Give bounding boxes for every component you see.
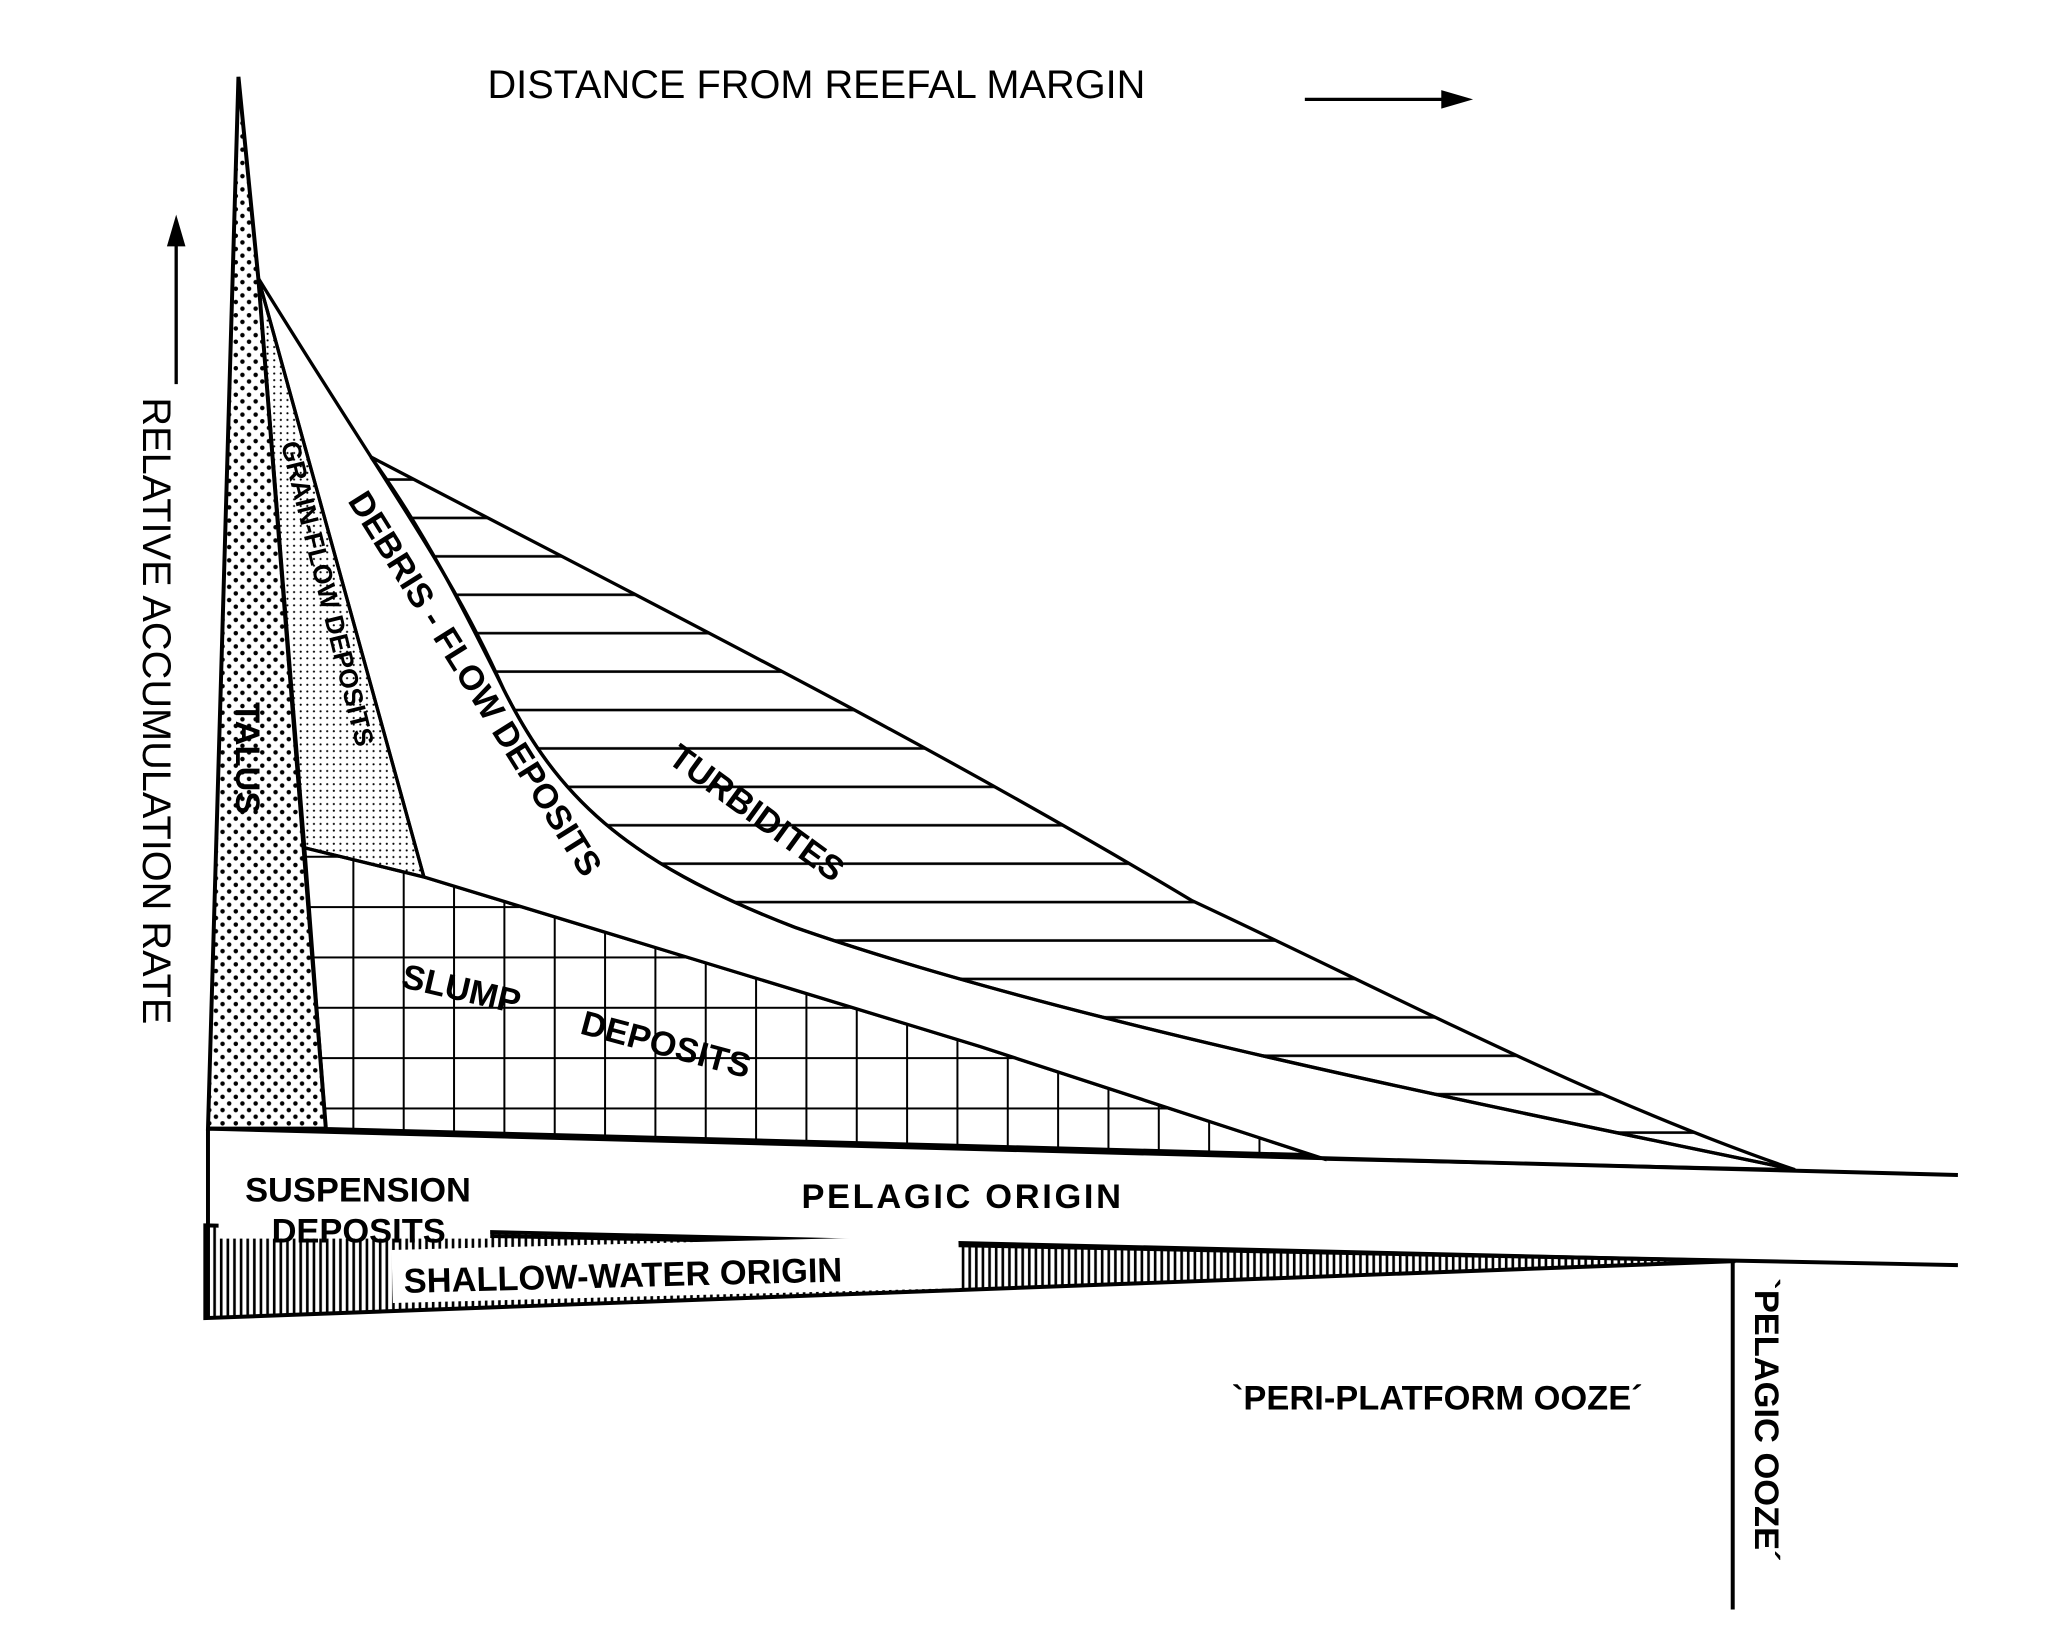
y-axis-label: RELATIVE ACCUMULATION RATE (134, 397, 178, 1024)
right-arrow-icon (1304, 90, 1474, 109)
suspension-label: SUSPENSION (245, 1172, 471, 1210)
pelagic-ooze-label: `PELAGIC OOZE´ (1747, 1278, 1785, 1561)
suspension-deposits-label: DEPOSITS (272, 1213, 446, 1251)
shallow-water-label-box (391, 1235, 960, 1303)
talus-zone (205, 76, 329, 1131)
up-arrow-icon (166, 214, 186, 385)
diagram-title: DISTANCE FROM REEFAL MARGIN (487, 63, 1145, 107)
suspension-label-box (218, 1198, 491, 1239)
pelagic-origin-label: PELAGIC ORIGIN (801, 1178, 1123, 1216)
peri-platform-ooze-label: `PERI-PLATFORM OOZE´ (1232, 1379, 1643, 1417)
turbidites-zone (369, 455, 1796, 1172)
talus-label: TALUS (228, 702, 266, 814)
